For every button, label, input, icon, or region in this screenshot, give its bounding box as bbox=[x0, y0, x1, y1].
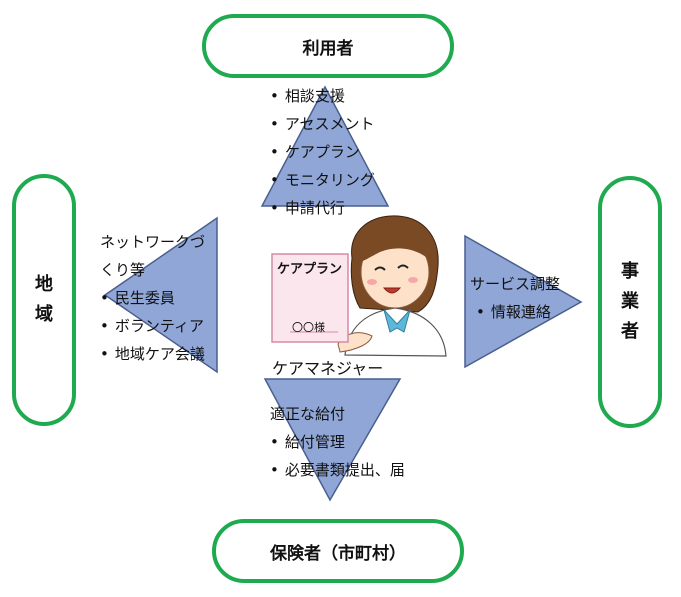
list-item: 情報連絡 bbox=[470, 298, 560, 326]
care-plan-card-title: ケアプラン bbox=[277, 262, 343, 277]
provider-pill-char-1: 事 bbox=[621, 261, 639, 282]
insurer-benefits-list: 適正な給付 給付管理 必要書類提出、届 bbox=[270, 400, 405, 484]
provider-pill-char-3: 者 bbox=[621, 321, 639, 342]
provider-pill-char-2: 業 bbox=[621, 291, 639, 312]
provider-pill: 事 業 者 bbox=[598, 176, 662, 428]
insurer-heading: 適正な給付 bbox=[270, 405, 346, 423]
list-item: 申請代行 bbox=[270, 194, 375, 222]
list-item: モニタリング bbox=[270, 166, 375, 194]
community-pill: 地 域 bbox=[12, 174, 76, 426]
community-heading-line1: ネットワークづ bbox=[100, 233, 206, 251]
list-item: アセスメント bbox=[270, 110, 375, 138]
list-item: 必要書類提出、届 bbox=[270, 456, 405, 484]
care-manager-illustration bbox=[337, 215, 447, 357]
list-item: 相談支援 bbox=[270, 82, 375, 110]
care-plan-card-name: 〇〇様 bbox=[292, 321, 325, 334]
list-item: ケアプラン bbox=[270, 138, 375, 166]
community-pill-char-2: 域 bbox=[35, 304, 53, 325]
care-manager-label: ケアマネジャー bbox=[272, 359, 384, 378]
list-item: 給付管理 bbox=[270, 428, 405, 456]
provider-heading: サービス調整 bbox=[470, 275, 561, 293]
care-plan-card bbox=[271, 253, 349, 343]
community-pill-char-1: 地 bbox=[35, 274, 53, 295]
list-item: 民生委員 bbox=[100, 284, 205, 312]
user-pill-label: 利用者 bbox=[302, 38, 354, 59]
insurer-pill: 保険者（市町村） bbox=[212, 519, 464, 583]
list-item: 地域ケア会議 bbox=[100, 340, 205, 368]
provider-coordination-list: サービス調整 情報連絡 bbox=[470, 270, 560, 326]
user-services-list: 相談支援 アセスメント ケアプラン モニタリング 申請代行 bbox=[270, 82, 375, 222]
user-pill: 利用者 bbox=[202, 14, 454, 78]
community-heading-line2: くり等 bbox=[100, 261, 146, 279]
insurer-pill-label: 保険者（市町村） bbox=[270, 543, 406, 564]
list-item: ボランティア bbox=[100, 312, 205, 340]
community-network-list: ネットワークづ くり等 民生委員 ボランティア 地域ケア会議 bbox=[100, 228, 205, 368]
